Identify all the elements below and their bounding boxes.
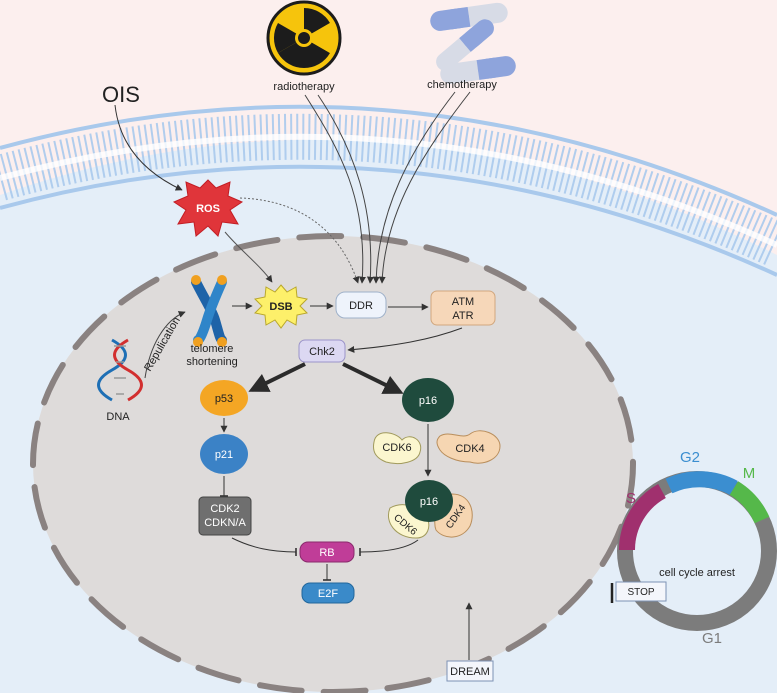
rb-box xyxy=(299,541,355,563)
cdk4-node xyxy=(436,430,501,464)
inhibit-cdk2-rb xyxy=(231,537,297,557)
p21-label: p21 xyxy=(215,449,233,461)
arrow-chk2-p16 xyxy=(342,362,404,394)
e2f-label: E2F xyxy=(318,588,338,600)
arrow-ois-ros xyxy=(114,104,183,191)
radiotherapy-label: radiotherapy xyxy=(273,81,335,93)
atr-label: ATR xyxy=(452,310,473,322)
arrow-chk2-p53 xyxy=(248,362,306,392)
arrow-ros-ddr xyxy=(239,197,360,284)
p53-node xyxy=(200,380,248,416)
stop-box xyxy=(615,581,667,602)
arrow-chemo-ddr-2 xyxy=(378,91,471,284)
p53-label: p53 xyxy=(215,393,233,405)
chromosome-icon xyxy=(191,275,227,347)
dream-box xyxy=(446,660,494,682)
rb-label: RB xyxy=(319,547,334,559)
p21-node xyxy=(200,434,248,474)
cell-membrane xyxy=(0,104,777,277)
cdk6-label: CDK6 xyxy=(382,442,411,454)
p16-complex-label: p16 xyxy=(420,496,438,508)
cdk2-label: CDK2 xyxy=(210,503,239,515)
telomere-label-line1: telomere xyxy=(191,343,234,355)
nucleus xyxy=(33,236,633,692)
phase-g2-arc xyxy=(665,471,738,496)
arrow-chemo-ddr-1 xyxy=(372,91,456,284)
telomere-label-line2: shortening xyxy=(186,356,237,368)
cell-cycle-ring xyxy=(617,471,777,631)
arrow-radio-ddr-2 xyxy=(317,94,374,284)
cdk6-node xyxy=(373,432,422,465)
arrow-radio-ddr-1 xyxy=(304,94,366,284)
radiation-icon xyxy=(266,0,342,76)
ois-label: OIS xyxy=(102,82,140,107)
atm-atr-box xyxy=(430,290,496,326)
cdk4-label: CDK4 xyxy=(455,443,484,455)
arrow-atm-chk2 xyxy=(347,327,463,353)
chemotherapy-label: chemotherapy xyxy=(427,79,497,91)
dream-label: DREAM xyxy=(450,666,490,678)
atm-label: ATM xyxy=(452,296,474,308)
ddr-label: DDR xyxy=(349,300,373,312)
phase-s-arc xyxy=(618,483,667,551)
ros-label: ROS xyxy=(196,203,220,215)
dsb-label: DSB xyxy=(269,301,292,313)
e2f-box xyxy=(301,582,355,604)
phase-m-label: M xyxy=(743,465,756,482)
cell-cycle-arrest-label: cell cycle arrest xyxy=(659,567,735,579)
phase-m-arc xyxy=(729,481,770,524)
phase-g1-label: G1 xyxy=(702,630,722,647)
arrow-dna-telomere xyxy=(144,311,186,379)
phase-g2-label: G2 xyxy=(680,449,700,466)
dsb-burst xyxy=(253,284,309,329)
nuclear-envelope xyxy=(30,233,636,693)
cdk2-box xyxy=(198,496,252,536)
ddr-box xyxy=(335,291,387,319)
phase-s-label: S xyxy=(626,490,636,507)
capsule-icon xyxy=(430,2,516,84)
arrow-ros-dsb xyxy=(224,231,273,283)
ros-burst xyxy=(172,179,244,237)
p16-cdk-complex xyxy=(388,480,473,539)
stop-label: STOP xyxy=(627,587,654,598)
chk2-label: Chk2 xyxy=(309,346,335,358)
p16-label: p16 xyxy=(419,395,437,407)
dna-icon xyxy=(97,338,143,402)
p16-node xyxy=(402,378,454,422)
dna-label: DNA xyxy=(106,411,130,423)
inhibit-complex-rb xyxy=(359,539,419,557)
chk2-box xyxy=(298,339,346,363)
cdkna-label: CDKN/A xyxy=(204,517,246,529)
